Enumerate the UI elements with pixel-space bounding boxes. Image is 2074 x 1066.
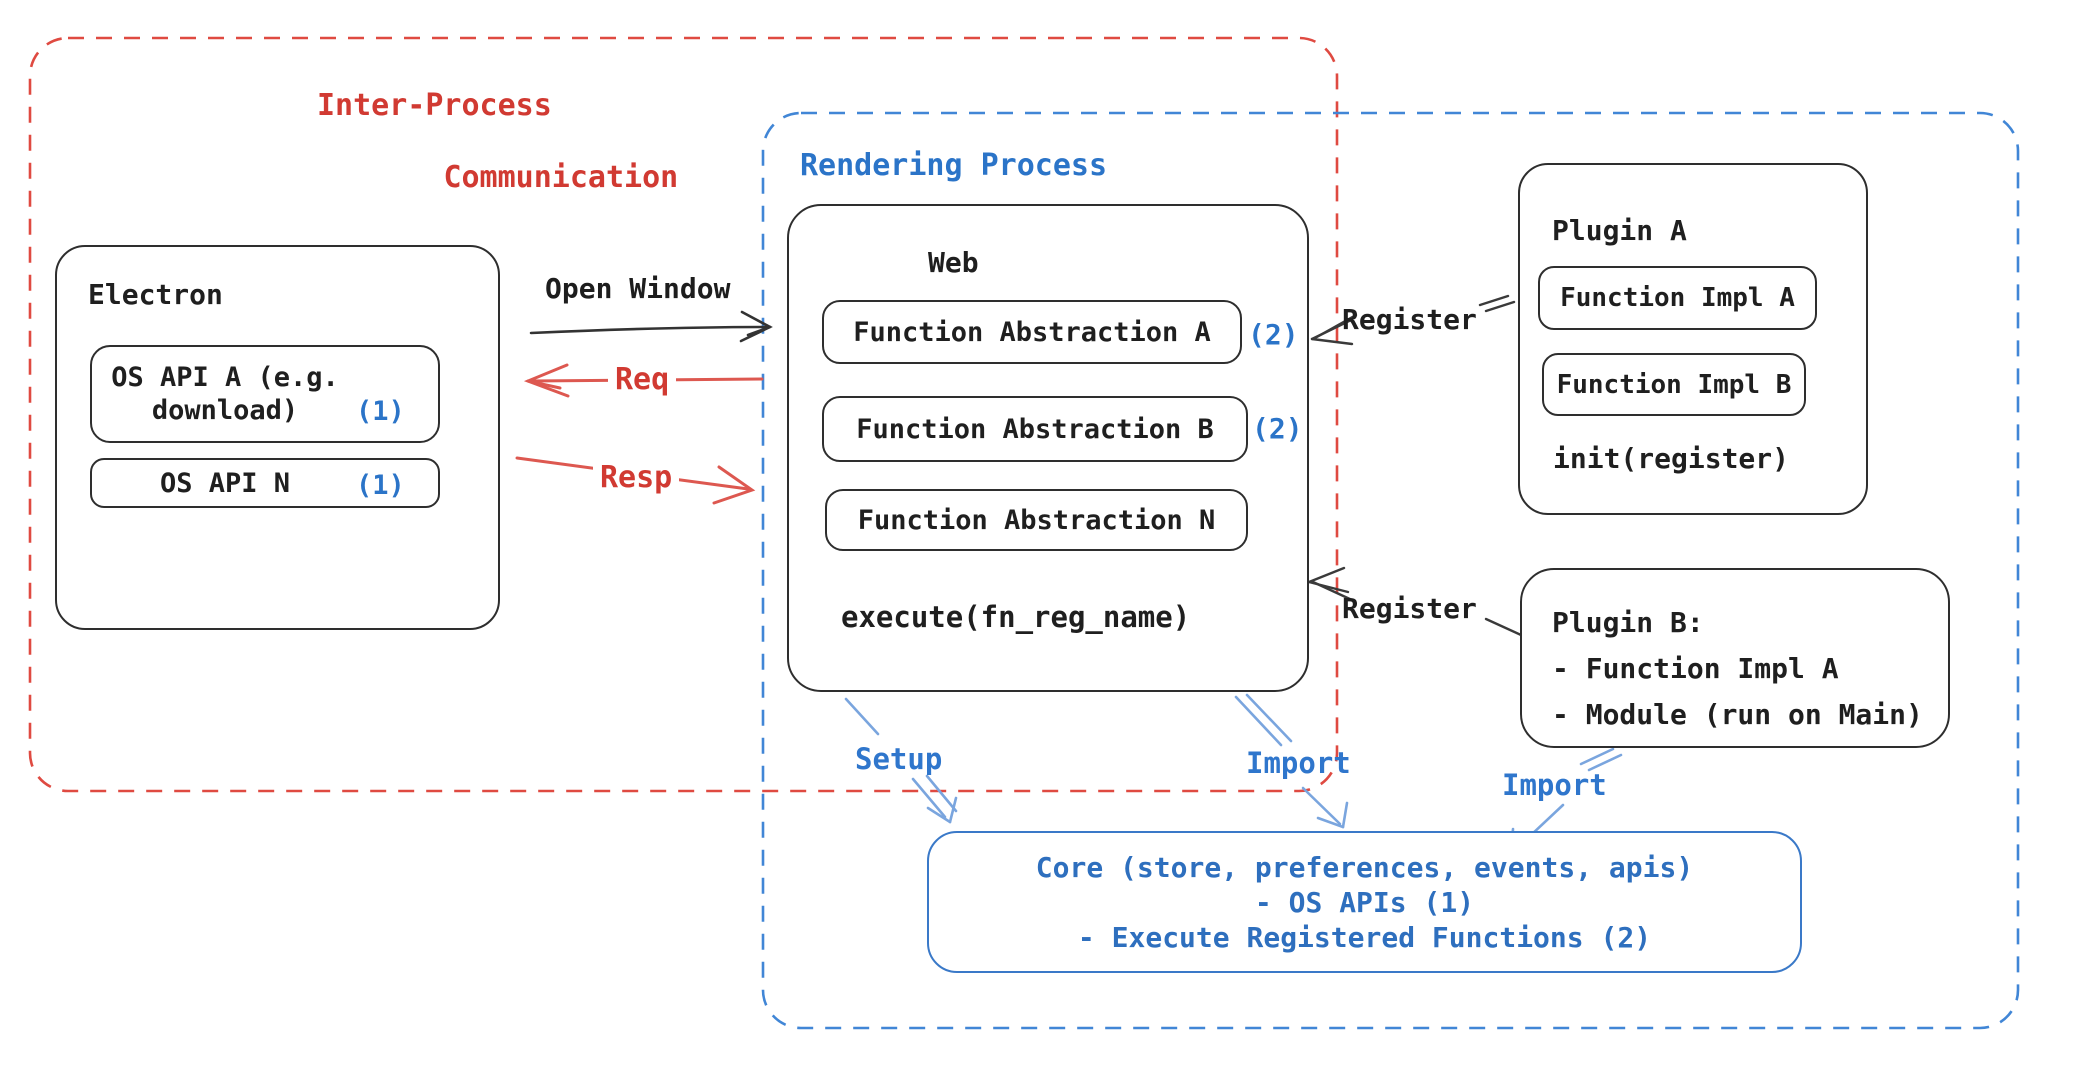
- core-box: Core (store, preferences, events, apis) …: [927, 831, 1802, 973]
- function-abstraction-n-label: Function Abstraction N: [857, 504, 1216, 536]
- function-impl-a-box: Function Impl A: [1538, 266, 1817, 330]
- os-api-a-box: OS API A (e.g.download): [90, 345, 440, 443]
- plugin-b-item-2: - Module (run on Main): [1552, 698, 1923, 731]
- open-window-arrow: [529, 310, 773, 343]
- os-api-n-badge: (1): [356, 470, 405, 501]
- web-title: Web: [928, 246, 979, 279]
- function-abstraction-n-box: Function Abstraction N: [825, 489, 1248, 551]
- ipc-region-title: Inter-Process Communication: [317, 88, 678, 196]
- os-api-a-badge: (1): [356, 396, 405, 427]
- ipc-title-line2: Communication: [443, 160, 679, 195]
- core-label: Core (store, preferences, events, apis) …: [1036, 850, 1693, 955]
- function-abstraction-a-badge: (2): [1248, 318, 1299, 351]
- function-impl-b-label: Function Impl B: [1556, 369, 1792, 400]
- function-abstraction-a-label: Function Abstraction A: [853, 316, 1211, 348]
- electron-title: Electron: [88, 278, 223, 311]
- register-b-label: Register: [1342, 592, 1477, 625]
- register-a-arrow: [1310, 294, 1516, 346]
- ipc-title-line1: Inter-Process: [317, 88, 552, 123]
- plugin-a-box: [1518, 163, 1868, 515]
- core-line1: Core (store, preferences, events, apis): [1035, 850, 1694, 884]
- import-plugin-b-label: Import: [1502, 768, 1607, 802]
- execute-label: execute(fn_reg_name): [841, 600, 1191, 634]
- function-abstraction-a-box: Function Abstraction A: [822, 300, 1242, 364]
- init-register-label: init(register): [1553, 442, 1790, 475]
- function-impl-a-label: Function Impl A: [1560, 283, 1795, 313]
- function-impl-b-box: Function Impl B: [1542, 353, 1806, 416]
- import-web-arrow: [1234, 693, 1349, 829]
- rendering-region-title: Rendering Process: [800, 148, 1108, 183]
- setup-arrow: [844, 697, 958, 824]
- plugin-b-item-1: - Function Impl A: [1552, 652, 1839, 685]
- register-b-arrow: [1307, 566, 1523, 637]
- plugin-b-box: Plugin B: - Function Impl A - Module (ru…: [1520, 568, 1950, 748]
- os-api-n-box: OS API N: [90, 458, 440, 508]
- core-line3: - Execute Registered Functions (2): [1077, 920, 1652, 954]
- resp-label: Resp: [593, 460, 680, 495]
- register-a-label: Register: [1342, 303, 1477, 336]
- os-api-a-label: OS API A (e.g.download): [111, 362, 339, 426]
- function-abstraction-b-badge: (2): [1252, 412, 1303, 445]
- setup-label: Setup: [855, 742, 943, 776]
- function-abstraction-b-label: Function Abstraction B: [856, 413, 1214, 445]
- ipc-region-border: [28, 36, 1339, 793]
- import-web-label: Import: [1246, 746, 1351, 780]
- core-line2: - OS APIs (1): [1254, 885, 1475, 919]
- function-abstraction-b-box: Function Abstraction B: [822, 396, 1248, 462]
- plugin-a-title: Plugin A: [1552, 214, 1687, 247]
- req-label: Req: [608, 362, 677, 397]
- os-api-n-label: OS API N: [159, 467, 291, 499]
- rendering-region-border: [761, 111, 2020, 1030]
- plugin-b-title: Plugin B:: [1552, 606, 1704, 639]
- open-window-label: Open Window: [545, 272, 731, 305]
